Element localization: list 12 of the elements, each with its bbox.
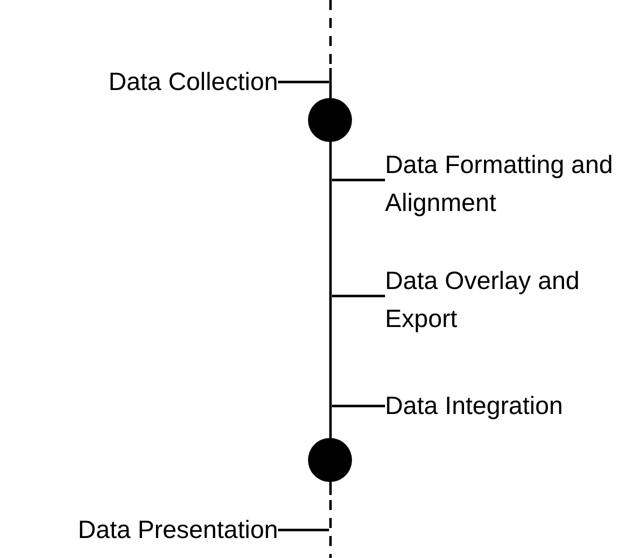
leader-line bbox=[278, 528, 329, 532]
timeline-dot bbox=[308, 438, 352, 482]
leader-line bbox=[332, 404, 385, 408]
stage-label: Data Integration bbox=[385, 387, 631, 425]
leader-line bbox=[332, 178, 385, 182]
timeline-dot bbox=[308, 98, 352, 142]
stage-label: Data Formatting and Alignment bbox=[385, 146, 631, 222]
leader-line bbox=[332, 294, 385, 298]
leader-line bbox=[278, 80, 329, 84]
stage-label: Data Collection bbox=[0, 63, 278, 101]
stage-label: Data Presentation bbox=[0, 511, 278, 549]
stage-label: Data Overlay and Export bbox=[385, 262, 631, 338]
